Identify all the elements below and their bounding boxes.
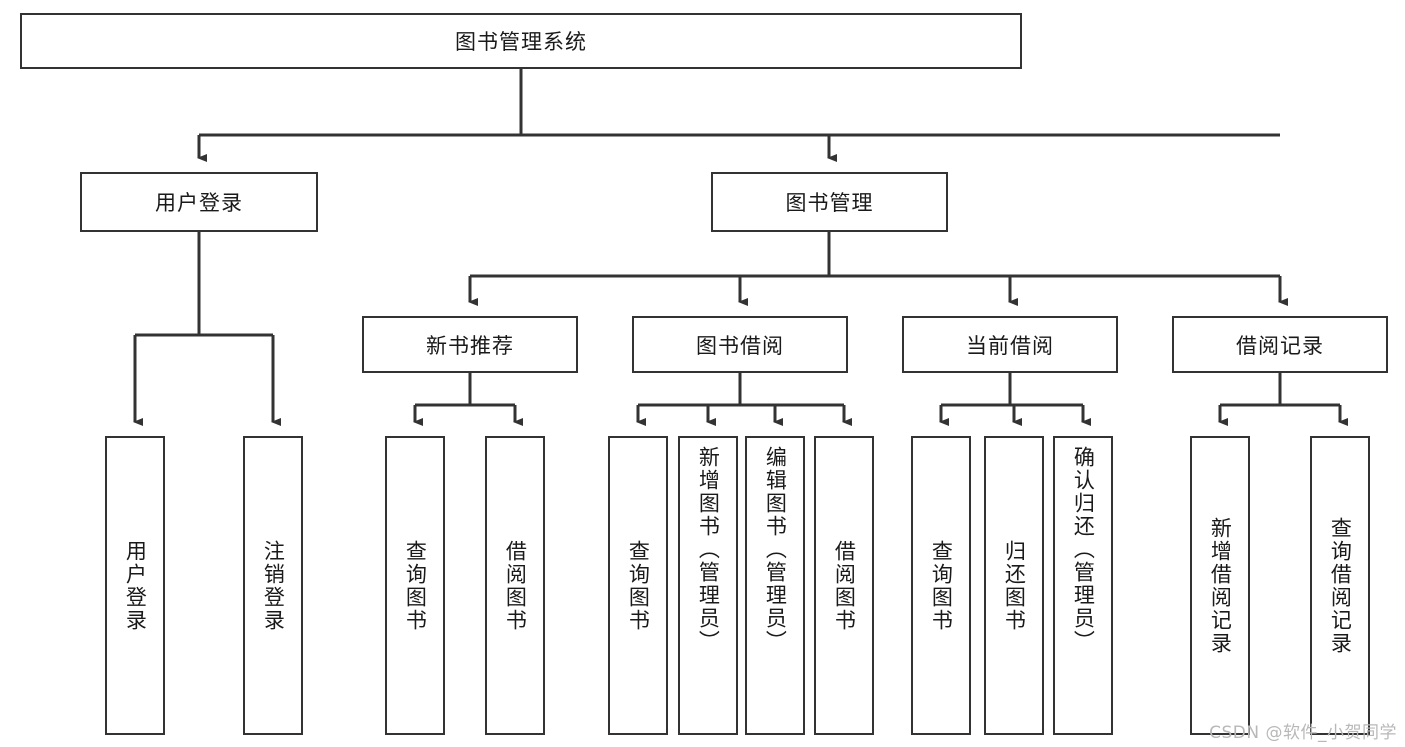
node-new-book-recommend-label: 新书推荐 — [426, 333, 514, 358]
node-root[interactable]: 图书管理系统 — [20, 13, 1022, 69]
leaf-return-book-label: 归还图书 — [1002, 539, 1027, 632]
leaf-query-borrow-record[interactable]: 查询借阅记录 — [1310, 436, 1370, 735]
leaf-return-book[interactable]: 归还图书 — [984, 436, 1044, 735]
leaf-borrow-book-label: 借阅图书 — [832, 539, 857, 632]
leaf-borrow-book-recommend-label: 借阅图书 — [503, 539, 528, 632]
leaf-user-login-label: 用户登录 — [123, 539, 148, 632]
node-borrow-record[interactable]: 借阅记录 — [1172, 316, 1388, 373]
node-user-login[interactable]: 用户登录 — [80, 172, 318, 232]
leaf-query-book-recommend[interactable]: 查询图书 — [385, 436, 445, 735]
node-user-login-label: 用户登录 — [155, 191, 243, 215]
node-book-borrow-label: 图书借阅 — [696, 333, 784, 358]
leaf-confirm-return-admin[interactable]: 确认归还（管理员） — [1053, 436, 1113, 735]
node-book-management-label: 图书管理 — [785, 191, 874, 215]
node-new-book-recommend[interactable]: 新书推荐 — [362, 316, 578, 373]
leaf-query-book-current-label: 查询图书 — [929, 539, 954, 632]
leaf-edit-book-admin-label: 编辑图书（管理员） — [763, 446, 788, 653]
leaf-query-book-borrow-label: 查询图书 — [626, 539, 651, 632]
leaf-add-book-admin-label: 新增图书（管理员） — [696, 446, 721, 653]
leaf-confirm-return-admin-label: 确认归还（管理员） — [1071, 446, 1096, 653]
leaf-logout-label: 注销登录 — [261, 539, 286, 632]
leaf-add-borrow-record[interactable]: 新增借阅记录 — [1190, 436, 1250, 735]
leaf-add-book-admin[interactable]: 新增图书（管理员） — [678, 436, 738, 735]
leaf-query-book-recommend-label: 查询图书 — [403, 539, 428, 632]
csdn-watermark: CSDN @软件_小贺同学 — [1209, 723, 1397, 743]
node-current-borrow[interactable]: 当前借阅 — [902, 316, 1118, 373]
node-book-management[interactable]: 图书管理 — [711, 172, 948, 232]
leaf-borrow-book[interactable]: 借阅图书 — [814, 436, 874, 735]
node-book-borrow[interactable]: 图书借阅 — [632, 316, 848, 373]
leaf-logout[interactable]: 注销登录 — [243, 436, 303, 735]
leaf-query-book-borrow[interactable]: 查询图书 — [608, 436, 668, 735]
leaf-query-borrow-record-label: 查询借阅记录 — [1328, 516, 1353, 655]
leaf-query-book-current[interactable]: 查询图书 — [911, 436, 971, 735]
node-root-label: 图书管理系统 — [455, 30, 587, 54]
leaf-edit-book-admin[interactable]: 编辑图书（管理员） — [745, 436, 805, 735]
leaf-add-borrow-record-label: 新增借阅记录 — [1208, 516, 1233, 655]
leaf-borrow-book-recommend[interactable]: 借阅图书 — [485, 436, 545, 735]
leaf-user-login[interactable]: 用户登录 — [105, 436, 165, 735]
node-borrow-record-label: 借阅记录 — [1236, 333, 1324, 358]
node-current-borrow-label: 当前借阅 — [966, 333, 1054, 358]
